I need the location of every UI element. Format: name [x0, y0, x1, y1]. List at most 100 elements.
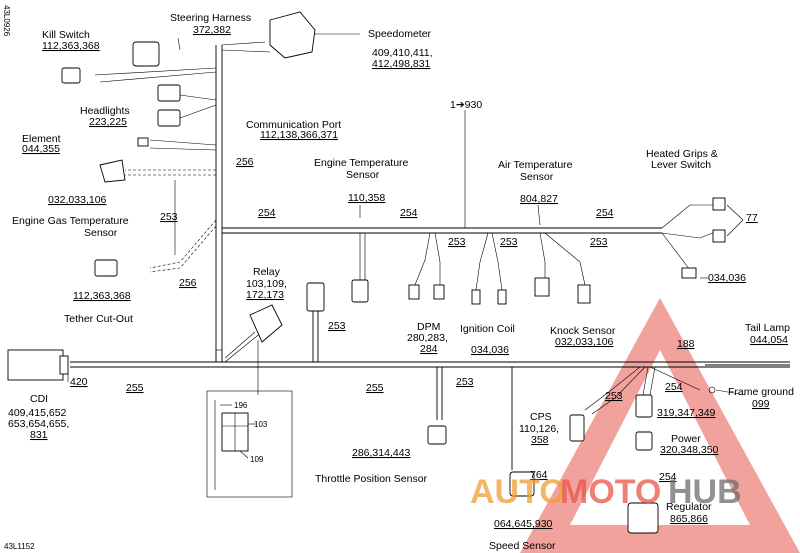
cps-connector — [569, 414, 585, 442]
speedometer-connector — [269, 11, 316, 59]
harness-254-a: 254 — [258, 207, 276, 219]
engine-gas-temp-name-1: Engine Gas Temperature — [12, 215, 129, 227]
watermark-moto: MOTO — [560, 473, 661, 511]
lever-switch-connector — [681, 267, 697, 279]
tether-name: Tether Cut-Out — [64, 313, 133, 325]
cdi-unit — [7, 349, 64, 381]
kill-switch-connector — [61, 67, 81, 84]
heated-grips-name-2: Lever Switch — [651, 159, 711, 171]
ignition-coil-name: Ignition Coil — [460, 323, 515, 335]
relay-box — [206, 390, 293, 498]
relay-name: Relay — [253, 266, 281, 278]
headlight-connector-1 — [157, 84, 181, 102]
heated-grips-ref-77: 77 — [746, 212, 758, 224]
regulator-refs: 865,866 — [670, 513, 708, 525]
harness-253-coil: 253 — [500, 236, 518, 248]
element-connector — [137, 137, 149, 147]
harness-255-mid: 255 — [366, 382, 384, 394]
air-temp-name-2: Sensor — [520, 171, 554, 183]
frame-ground-terminal — [708, 386, 716, 394]
speed-sensor-ref-764: 764 — [530, 469, 548, 481]
air-temp-refs: 804,827 — [520, 193, 558, 205]
steering-harness-name: Steering Harness — [170, 12, 251, 24]
engine-gas-temp-name-2: Sensor — [84, 227, 118, 239]
kill-switch-refs: 112,363,368 — [42, 40, 100, 52]
knock-sensor-refs: 032,033,106 — [555, 336, 614, 348]
harness-253-tps: 253 — [456, 376, 474, 388]
regulator-connector — [627, 502, 659, 534]
power-name: Power — [671, 433, 701, 445]
engine-temp-refs: 110,358 — [348, 192, 385, 204]
headlights-refs: 223,225 — [89, 116, 127, 128]
knock-sensor-connector — [577, 284, 591, 304]
ignition-coil-connector-1 — [471, 289, 481, 305]
harness-253-knock: 253 — [605, 390, 623, 402]
harness-branches — [94, 41, 716, 415]
relay-refs-2: 172,173 — [246, 289, 284, 301]
knock-sensor-name: Knock Sensor — [550, 325, 616, 337]
corner-code-top: 43L0926 — [2, 5, 11, 37]
harness-188: 188 — [677, 338, 695, 350]
dpm-connector-2 — [433, 284, 445, 300]
tether-connector — [94, 259, 118, 277]
frame-ground-ref: 099 — [752, 398, 770, 410]
cps-refs-1: 110,126, — [519, 423, 559, 435]
relay-box-ref-196: 196 — [234, 401, 248, 410]
speed-sensor-connector — [509, 471, 535, 497]
dpm-refs-1: 280,283, — [407, 332, 448, 344]
power-refs: 320,348,350 — [660, 444, 719, 456]
ignition-coil-connector-2 — [497, 289, 507, 305]
element-refs: 044,355 — [22, 143, 60, 155]
cdi-refs-3: 831 — [30, 429, 48, 441]
engine-gas-temp-refs: 032,033,106 — [48, 194, 107, 206]
harness-255-left: 255 — [126, 382, 144, 394]
misc-refs-319: 319,347,349 — [657, 407, 716, 419]
harness-number-range: 1➔930 — [450, 99, 482, 111]
power-connector — [635, 431, 653, 451]
engine-temp-name-1: Engine Temperature — [314, 157, 409, 169]
steering-harness-refs: 372,382 — [193, 24, 231, 36]
relay-refs-1: 103,109, — [246, 278, 287, 290]
watermark-hub: HUB — [668, 473, 742, 511]
speedometer-refs-2: 412,498,831 — [372, 58, 431, 70]
tps-connector — [427, 425, 447, 445]
steering-harness-connector — [132, 41, 160, 67]
air-temp-name-1: Air Temperature — [498, 159, 573, 171]
corner-code-bottom: 43L1152 — [4, 542, 35, 551]
harness-253-dpm: 253 — [448, 236, 466, 248]
heated-grips-connector-2 — [712, 229, 726, 243]
cdi-refs-2: 653,654,655, — [8, 418, 69, 430]
regulator-name: Regulator — [666, 501, 712, 513]
harness-254-c: 254 — [596, 207, 614, 219]
air-temp-connector — [534, 277, 550, 297]
watermark-text: AUTO MOTO HUB — [470, 473, 742, 511]
tail-lamp-name: Tail Lamp — [745, 322, 790, 334]
harness-256-upper: 256 — [236, 156, 254, 168]
speedometer-name: Speedometer — [368, 28, 432, 40]
cdi-name: CDI — [30, 393, 48, 405]
tps-name: Throttle Position Sensor — [315, 473, 428, 485]
harness-254-e: 254 — [659, 471, 677, 483]
watermark-auto: AUTO — [470, 473, 566, 511]
speed-sensor-refs: 064,645,930 — [494, 518, 553, 530]
tail-lamp-refs: 044,054 — [750, 334, 788, 346]
harness-253-comm: 253 — [328, 320, 346, 332]
relay-box-ref-109: 109 — [250, 455, 264, 464]
speedometer-refs-1: 409,410,411, — [372, 47, 433, 59]
cdi-refs-1: 409,415,652 — [8, 407, 67, 419]
communication-port-connector — [306, 282, 325, 312]
speed-sensor-name: Speed Sensor — [489, 540, 556, 552]
cdi-ref-420: 420 — [70, 376, 88, 388]
element-name: Element — [22, 133, 61, 145]
heated-grips-connector-1 — [712, 197, 726, 211]
engine-gas-temp-connector — [99, 159, 126, 183]
tether-refs: 112,363,368 — [73, 290, 131, 302]
tps-refs: 286,314,443 — [352, 447, 411, 459]
ignition-coil-refs: 034,036 — [471, 344, 509, 356]
harness-256-lower: 256 — [179, 277, 197, 289]
leader-lines — [67, 33, 746, 396]
engine-temp-name-2: Sensor — [346, 169, 380, 181]
cps-refs-2: 358 — [531, 434, 549, 446]
